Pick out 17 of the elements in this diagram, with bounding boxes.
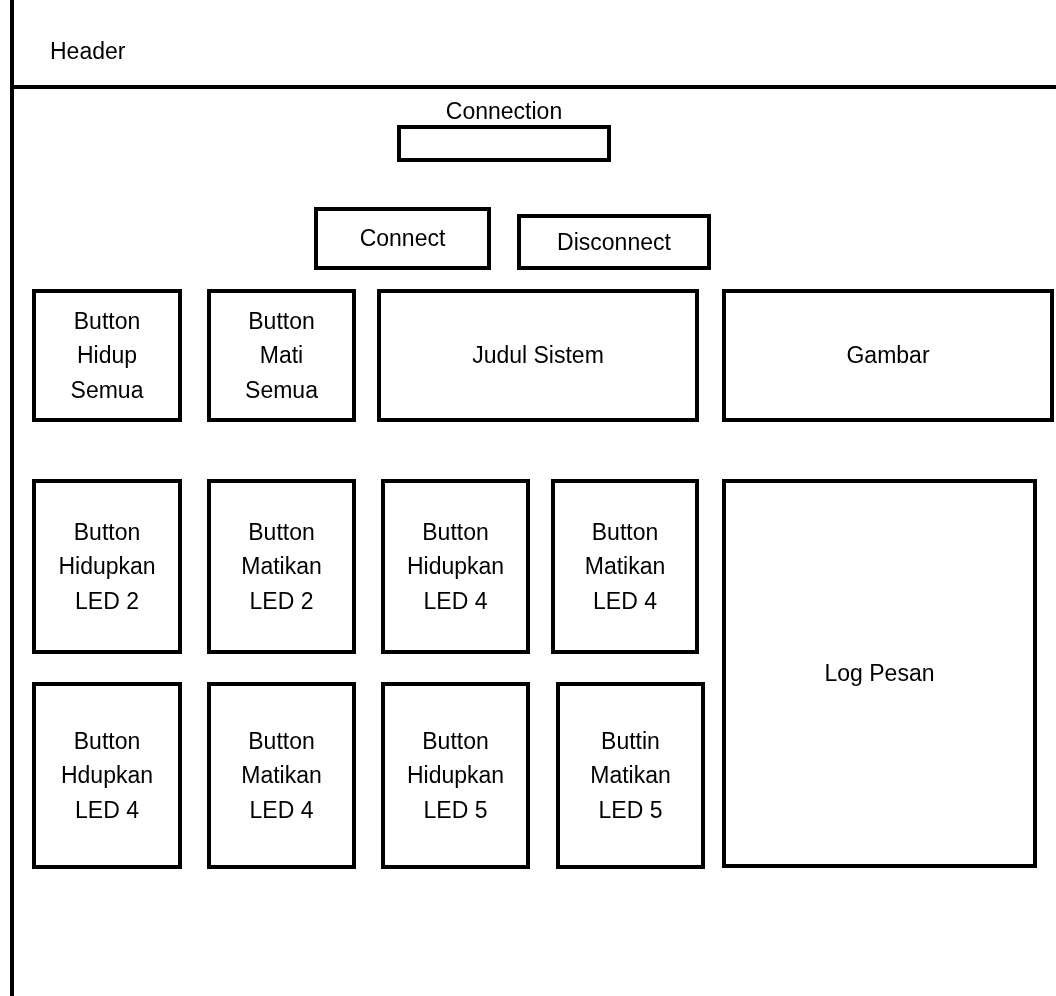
button: Button Mati Semua [207, 289, 356, 422]
window-frame [10, 0, 1056, 996]
button: Button Matikan LED 4 [551, 479, 699, 654]
field-label: Connection [444, 98, 564, 126]
button: Button Hdupkan LED 4 [32, 682, 182, 869]
button: Buttin Matikan LED 5 [556, 682, 705, 869]
button: Button Hidupkan LED 4 [381, 479, 530, 654]
button: Disconnect [517, 214, 711, 270]
button: Button Matikan LED 2 [207, 479, 356, 654]
panel: Gambar [722, 289, 1054, 422]
panel: Log Pesan [722, 479, 1037, 868]
button: Button Matikan LED 4 [207, 682, 356, 869]
button: Button Hidupkan LED 5 [381, 682, 530, 869]
button: Connect [314, 207, 491, 270]
button: Button Hidupkan LED 2 [32, 479, 182, 654]
panel: Judul Sistem [377, 289, 699, 422]
button: Button Hidup Semua [32, 289, 182, 422]
